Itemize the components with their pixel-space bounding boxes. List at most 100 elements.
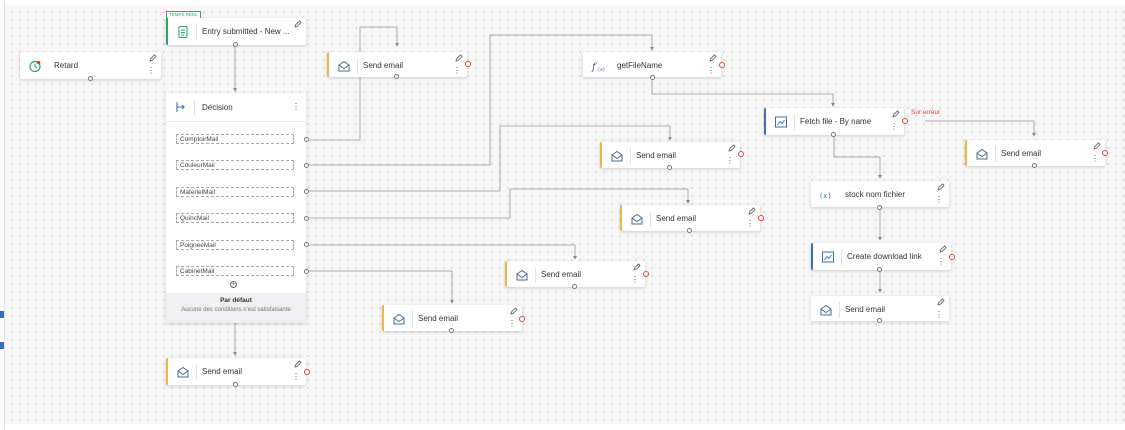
more-icon[interactable]: ⋮ [935, 195, 943, 204]
more-icon[interactable]: ⋮ [935, 310, 943, 319]
output-port[interactable] [1032, 163, 1037, 168]
node-label: Send email [636, 151, 677, 160]
pencil-icon[interactable] [294, 20, 302, 28]
more-icon[interactable]: ⋮ [631, 275, 639, 284]
error-port[interactable] [949, 254, 955, 260]
output-port[interactable] [233, 42, 238, 47]
output-port[interactable] [572, 284, 577, 289]
condition-port[interactable] [304, 242, 309, 247]
condition-port[interactable] [304, 216, 309, 221]
pencil-icon[interactable] [709, 54, 717, 62]
condition-port[interactable] [304, 163, 309, 168]
output-port[interactable] [449, 328, 454, 333]
default-title: Par défaut [220, 297, 252, 304]
condition-couleur[interactable]: CouleurMail [176, 160, 294, 170]
error-port[interactable] [465, 61, 471, 67]
node-retard[interactable]: Retard ⋮ [20, 52, 161, 79]
output-port[interactable] [877, 267, 882, 272]
condition-materiel[interactable]: MaterielMail [176, 187, 294, 197]
separator [412, 311, 413, 327]
more-icon[interactable]: ⋮ [453, 66, 461, 75]
canvas-bottom-edge [0, 424, 1125, 430]
node-send-email-default[interactable]: Send email ⋮ [166, 358, 306, 385]
node-label: Send email [418, 314, 459, 323]
side-handle[interactable] [0, 311, 4, 318]
wire-poignee [307, 244, 577, 260]
pencil-icon[interactable] [939, 245, 947, 253]
more-icon[interactable]: ⋮ [707, 66, 715, 75]
error-port[interactable] [1102, 150, 1108, 156]
pencil-icon[interactable] [1093, 142, 1101, 150]
node-send-email-error[interactable]: Send email ⋮ [965, 140, 1105, 166]
output-port[interactable] [667, 165, 672, 170]
more-icon[interactable]: ⋮ [746, 219, 754, 228]
svg-text:(x): (x) [598, 67, 605, 73]
pencil-icon[interactable] [633, 263, 641, 271]
more-icon[interactable]: ⋮ [508, 319, 516, 328]
output-port[interactable] [88, 76, 93, 81]
error-port[interactable] [304, 369, 310, 375]
node-get-file-name[interactable]: f(x) getFileName ⋮ [583, 52, 721, 77]
more-icon[interactable]: ⋮ [1091, 154, 1099, 163]
more-icon[interactable]: ⋮ [937, 257, 945, 266]
default-branch[interactable] [166, 293, 306, 323]
node-fetch-file[interactable]: Fetch file - By name ⋮ [764, 108, 904, 135]
output-port[interactable] [877, 205, 882, 210]
wire-fetch-error [925, 120, 1036, 137]
wire-quinc [307, 188, 690, 219]
email-icon [516, 269, 528, 281]
node-create-download-link[interactable]: Create download link ⋮ [811, 243, 951, 270]
error-port[interactable] [719, 62, 725, 68]
output-port[interactable] [233, 382, 238, 387]
more-icon[interactable]: ⋮ [292, 372, 300, 381]
output-port[interactable] [877, 318, 882, 323]
pencil-icon[interactable] [728, 144, 736, 152]
error-port[interactable] [902, 118, 908, 124]
node-stock-nom-fichier[interactable]: (x) stock nom fichier ⋮ [811, 181, 949, 207]
wire-fetch-stock [833, 134, 882, 179]
separator [650, 211, 651, 227]
more-icon[interactable]: ⋮ [890, 122, 898, 131]
more-icon[interactable]: ⋮ [147, 66, 155, 75]
output-port[interactable] [687, 228, 692, 233]
node-send-email-5[interactable]: Send email ⋮ [382, 305, 522, 331]
condition-port[interactable] [304, 189, 309, 194]
error-port[interactable] [519, 316, 525, 322]
side-handle[interactable] [0, 342, 4, 349]
error-port[interactable] [643, 271, 649, 277]
node-decision[interactable]: Décision ⋮ ComptoirMail CouleurMail Mate… [166, 93, 306, 323]
svg-text:f: f [591, 62, 598, 73]
email-icon [338, 60, 350, 72]
condition-comptoir[interactable]: ComptoirMail [176, 134, 294, 144]
error-port[interactable] [738, 151, 744, 157]
pencil-icon[interactable] [892, 110, 900, 118]
node-send-email-final[interactable]: Send email ⋮ [811, 296, 949, 321]
pencil-icon[interactable] [510, 307, 518, 315]
node-send-email-2[interactable]: Send email ⋮ [600, 142, 740, 168]
output-port[interactable] [831, 132, 836, 137]
condition-port[interactable] [304, 269, 309, 274]
error-port[interactable] [758, 215, 764, 221]
node-send-email-1[interactable]: Send email ⋮ [327, 52, 467, 77]
pencil-icon[interactable] [149, 54, 157, 62]
email-icon [177, 366, 189, 378]
node-entry-submitted[interactable]: Entry submitted - New ... [166, 18, 306, 45]
node-send-email-4[interactable]: Send email ⋮ [505, 261, 645, 287]
node-send-email-3[interactable]: Send email ⋮ [620, 205, 760, 231]
condition-cabinet[interactable]: CabinetMail [176, 266, 294, 276]
condition-poignee[interactable]: PoigneeMail [176, 240, 294, 250]
pencil-icon[interactable] [748, 207, 756, 215]
output-port[interactable] [650, 75, 655, 80]
condition-quinc[interactable]: QuincMail [176, 213, 294, 223]
more-icon[interactable]: ⋮ [726, 156, 734, 165]
pencil-icon[interactable] [937, 298, 945, 306]
output-port[interactable] [394, 74, 399, 79]
more-icon[interactable]: ⋮ [292, 102, 300, 111]
pencil-icon[interactable] [937, 183, 945, 191]
condition-port[interactable] [304, 137, 309, 142]
separator [794, 114, 795, 130]
add-condition-icon[interactable]: + [230, 281, 237, 288]
pencil-icon[interactable] [294, 360, 302, 368]
pencil-icon[interactable] [455, 54, 463, 62]
